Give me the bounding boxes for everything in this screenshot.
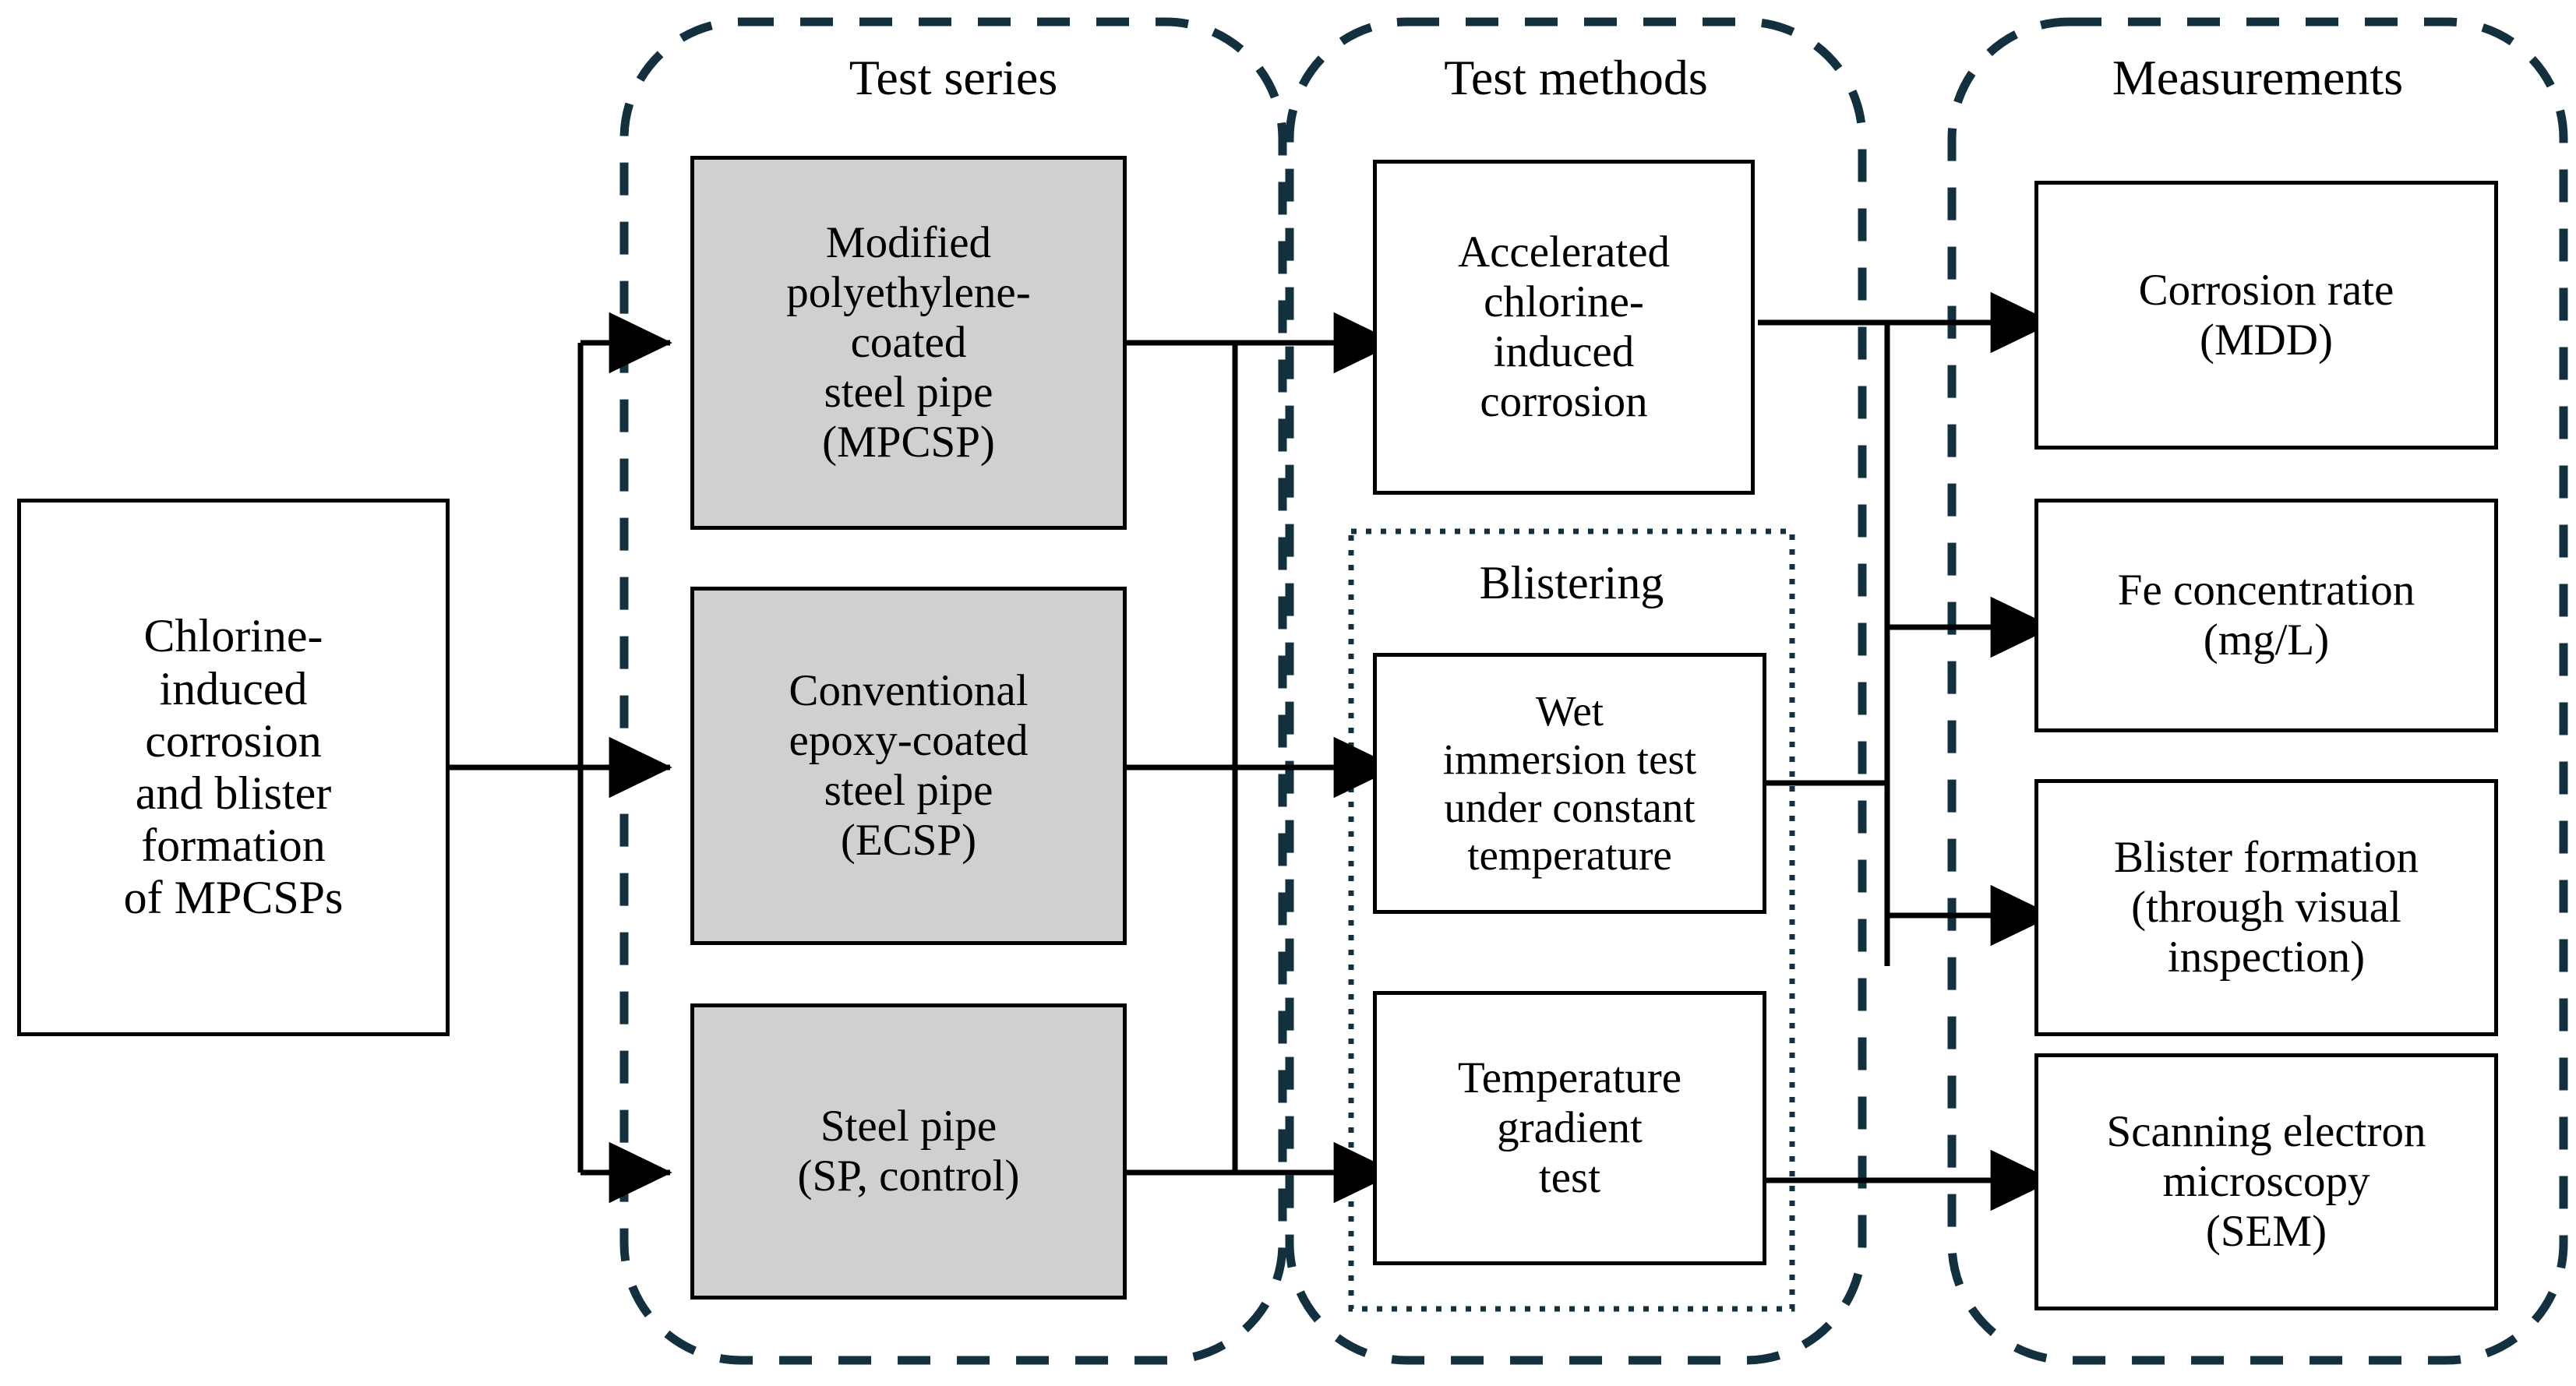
node-corrosion-rate-label: Corrosion rate (MDD) <box>2138 265 2394 365</box>
node-objective[interactable]: Chlorine- induced corrosion and blister … <box>17 499 450 1036</box>
node-mpcsp-label: Modified polyethylene- coated steel pipe… <box>786 218 1031 467</box>
group-title-test-methods: Test methods <box>1444 50 1708 105</box>
node-temperature-gradient-test[interactable]: Temperature gradient test <box>1373 991 1766 1265</box>
node-sem-label: Scanning electron microscopy (SEM) <box>2106 1107 2426 1256</box>
node-accelerated-corrosion-label: Accelerated chlorine- induced corrosion <box>1457 227 1671 426</box>
node-mpcsp[interactable]: Modified polyethylene- coated steel pipe… <box>690 156 1127 530</box>
node-blister-formation-label: Blister formation (through visual inspec… <box>2113 833 2419 982</box>
node-wet-immersion-test-label: Wet immersion test under constant temper… <box>1442 687 1697 880</box>
subgroup-title-blistering: Blistering <box>1479 557 1664 608</box>
group-title-measurements: Measurements <box>2112 50 2404 105</box>
group-title-test-series: Test series <box>849 50 1058 105</box>
node-objective-label: Chlorine- induced corrosion and blister … <box>123 610 344 924</box>
group-border-measurements <box>1947 17 2568 1365</box>
group-border-test-methods <box>1285 17 1867 1365</box>
edge-objective-to-test-series <box>449 312 672 1204</box>
node-ecsp[interactable]: Conventional epoxy-coated steel pipe (EC… <box>690 587 1127 945</box>
node-wet-immersion-test[interactable]: Wet immersion test under constant temper… <box>1373 653 1766 914</box>
node-sp-label: Steel pipe (SP, control) <box>797 1102 1020 1201</box>
node-sem[interactable]: Scanning electron microscopy (SEM) <box>2034 1053 2498 1310</box>
edge-test-series-to-test-methods <box>1127 312 1397 1204</box>
node-blister-formation[interactable]: Blister formation (through visual inspec… <box>2034 779 2498 1036</box>
node-sp[interactable]: Steel pipe (SP, control) <box>690 1003 1127 1300</box>
subgroup-border-blistering <box>1348 528 1795 1312</box>
node-ecsp-label: Conventional epoxy-coated steel pipe (EC… <box>789 666 1029 865</box>
node-accelerated-corrosion[interactable]: Accelerated chlorine- induced corrosion <box>1373 160 1755 495</box>
edge-test-methods-to-measurements <box>1758 291 2054 1211</box>
node-fe-concentration-label: Fe concentration (mg/L) <box>2117 566 2415 665</box>
node-fe-concentration[interactable]: Fe concentration (mg/L) <box>2034 499 2498 732</box>
node-corrosion-rate[interactable]: Corrosion rate (MDD) <box>2034 181 2498 450</box>
node-temperature-gradient-test-label: Temperature gradient test <box>1457 1053 1682 1202</box>
